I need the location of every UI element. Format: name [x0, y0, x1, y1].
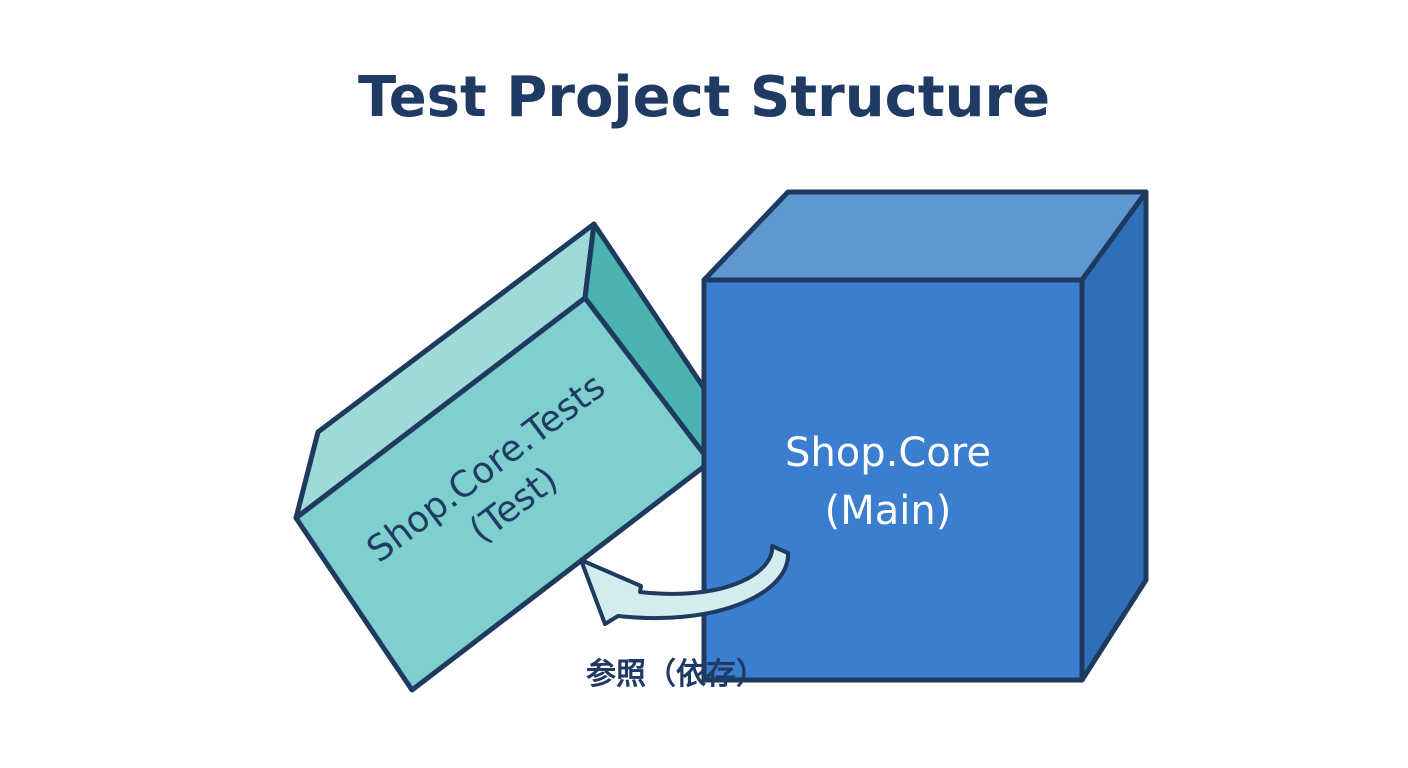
diagram-title: Test Project Structure: [358, 65, 1050, 130]
main-box-side-face: [1079, 189, 1149, 683]
main-project-role: (Main): [825, 488, 952, 534]
dependency-arrow-body: [579, 544, 791, 626]
test-project-box: Shop.Core.Tests (Test): [293, 221, 731, 693]
dependency-arrow: [579, 544, 791, 626]
main-project-box: Shop.Core (Main): [701, 189, 1149, 683]
main-box-top-face: [701, 189, 1149, 283]
main-project-name: Shop.Core: [785, 430, 991, 476]
dependency-label: 参照（依存）: [586, 657, 766, 692]
main-box-front-face: [701, 277, 1085, 683]
